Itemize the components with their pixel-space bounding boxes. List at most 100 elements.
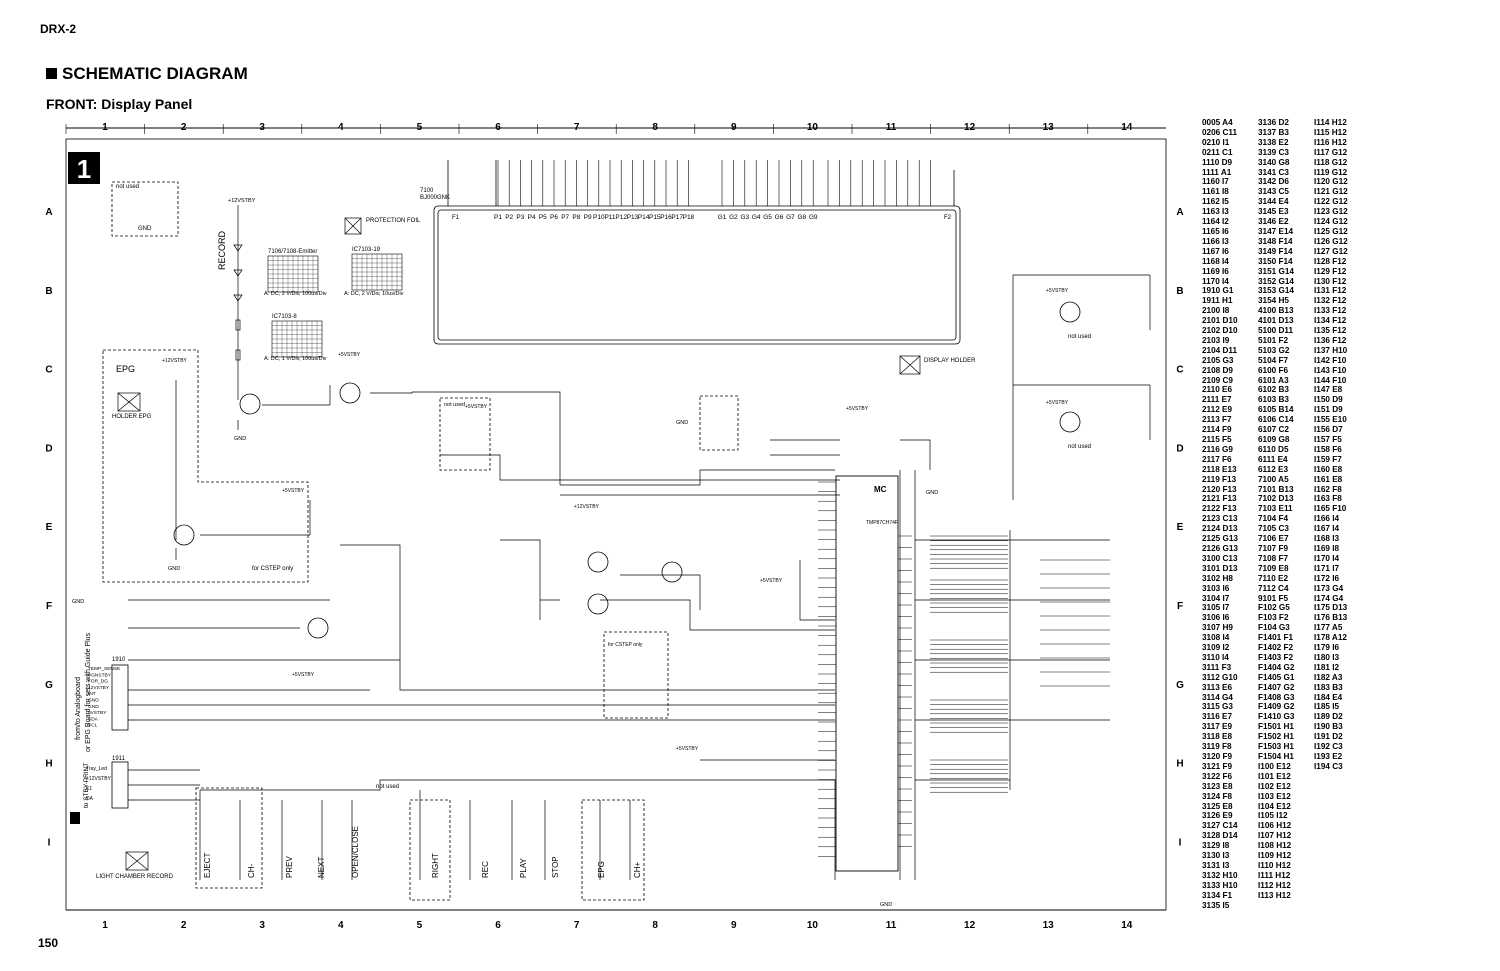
connector-1911-ref: 1911 xyxy=(112,756,126,762)
index-col3-entry: I176 B13 xyxy=(1314,613,1348,623)
index-col2-entry: I104 E12 xyxy=(1258,801,1291,811)
index-col1-entry: 0005 A4 xyxy=(1202,118,1233,127)
connector-w-badge xyxy=(70,812,80,824)
title-square-icon xyxy=(46,68,57,79)
index-col3-entry: I114 H12 xyxy=(1314,118,1347,127)
vfd-pin-lines xyxy=(497,160,931,206)
key-ch-: CH- xyxy=(247,863,256,878)
index-col3-entry: I123 G12 xyxy=(1314,207,1348,217)
index-col3-entry: I134 F12 xyxy=(1314,316,1347,326)
grid-col-bottom-13: 13 xyxy=(1043,920,1055,931)
index-col3-entry: I173 G4 xyxy=(1314,583,1344,593)
light-chamber-symbol xyxy=(125,851,149,871)
index-col3-entry: I171 I7 xyxy=(1314,563,1340,573)
or-epg-label: or EPG Board for sets with Guide Plus xyxy=(85,632,92,752)
holder-epg-label: HOLDER EPG xyxy=(112,414,152,420)
index-col3-entry: I166 I4 xyxy=(1314,514,1340,524)
index-col1-entry: 3125 E8 xyxy=(1202,801,1233,811)
index-col1-entry: 3130 I3 xyxy=(1202,851,1230,861)
grid-col-top-9: 9 xyxy=(731,122,737,133)
grid-col-top-11: 11 xyxy=(886,122,897,133)
index-col3-entry: I121 G12 xyxy=(1314,187,1348,197)
index-col3-entry: I156 D7 xyxy=(1314,425,1343,435)
index-col1-entry: 2104 D11 xyxy=(1202,345,1238,355)
grid-row-right-H: H xyxy=(1176,759,1183,770)
key-rec: REC xyxy=(481,861,490,878)
index-col2-entry: 7101 B13 xyxy=(1258,484,1294,494)
grid-row-left-E: E xyxy=(46,522,53,533)
index-col3-entry: I115 H12 xyxy=(1314,127,1347,137)
holder-epg-symbol xyxy=(117,392,141,412)
index-col2-entry: I113 H12 xyxy=(1258,890,1291,900)
index-col2-entry: 7102 D13 xyxy=(1258,494,1294,504)
index-col1-entry: 2113 F7 xyxy=(1202,415,1232,425)
grid-row-right-G: G xyxy=(1176,680,1184,691)
led-bus-bars xyxy=(930,535,1110,793)
index-col2-entry: 3149 F14 xyxy=(1258,246,1293,256)
index-col3-entry: I122 G12 xyxy=(1314,197,1348,207)
index-col3-entry: I126 G12 xyxy=(1314,236,1348,246)
index-col1-entry: 0206 C11 xyxy=(1202,127,1238,137)
grid-col-bottom-10: 10 xyxy=(807,920,819,931)
index-col1-entry: 3111 F3 xyxy=(1202,662,1232,672)
index-col1-entry: 2118 E13 xyxy=(1202,464,1237,474)
index-col3-entry: I172 I6 xyxy=(1314,573,1340,583)
scope-emitter-label: 7106/7108-Emitter xyxy=(268,249,317,255)
grid-col-bottom-2: 2 xyxy=(181,920,187,931)
index-col1-entry: 3133 H10 xyxy=(1202,880,1238,890)
vfd-pin-P10: P10 xyxy=(593,214,605,221)
grid-col-top-7: 7 xyxy=(574,122,580,133)
grid-row-right-E: E xyxy=(1177,522,1184,533)
index-col2-entry: 3141 C3 xyxy=(1258,167,1289,177)
index-col1-entry: 3117 E9 xyxy=(1202,722,1233,732)
index-col3-entry: I190 B3 xyxy=(1314,722,1343,732)
index-col3-entry: I117 G12 xyxy=(1314,147,1348,157)
index-col1-entry: 3132 H10 xyxy=(1202,870,1238,880)
grid-col-top-5: 5 xyxy=(417,122,423,133)
index-col3-entry: I119 G12 xyxy=(1314,167,1348,177)
index-col2-entry: 3143 C5 xyxy=(1258,187,1289,197)
index-col2-entry: 3148 F14 xyxy=(1258,236,1293,246)
index-col3-entry: I161 E8 xyxy=(1314,474,1343,484)
index-col2-entry: 7105 C3 xyxy=(1258,524,1289,534)
index-col1-entry: 1168 I4 xyxy=(1202,256,1229,266)
display-part: BJ000GNK xyxy=(420,195,450,201)
index-col2-entry: 7107 F9 xyxy=(1258,543,1289,553)
index-col2-entry: F1502 H1 xyxy=(1258,732,1294,742)
grid-col-bottom-5: 5 xyxy=(417,920,423,931)
epg-label: EPG xyxy=(116,364,135,374)
index-col2-entry: F1501 H1 xyxy=(1258,722,1294,732)
index-col3-entry: I155 E10 xyxy=(1314,415,1347,425)
connector-1911-pin-2: K1 xyxy=(86,786,92,792)
vfd-pin-P3: P3 xyxy=(516,214,524,221)
index-col2-entry: I111 H12 xyxy=(1258,870,1291,880)
gnd-f1: GND xyxy=(72,599,84,605)
index-col3-entry: I157 F5 xyxy=(1314,435,1342,444)
index-col1-entry: 1910 G1 xyxy=(1202,286,1234,296)
index-col1-entry: 1165 I6 xyxy=(1202,226,1229,236)
index-col3-entry: I135 F12 xyxy=(1314,326,1347,336)
grid-col-top-3: 3 xyxy=(259,122,265,133)
display-holder-symbol xyxy=(899,355,921,375)
index-col3-entry: I183 B3 xyxy=(1314,682,1343,692)
index-col1-entry: 1163 I3 xyxy=(1202,207,1229,217)
index-col2-entry: 4101 D13 xyxy=(1258,316,1294,326)
cstep-box-g8 xyxy=(603,631,669,719)
vfd-pin-G1: G1 xyxy=(718,214,727,221)
index-col3-entry: I184 E4 xyxy=(1314,692,1343,702)
gnd-d9: GND xyxy=(676,420,688,426)
index-col1-entry: 3107 H9 xyxy=(1202,623,1233,633)
connector-1910-pin-2: FOR_DG xyxy=(88,679,108,685)
index-col2-entry: 3140 G8 xyxy=(1258,157,1290,167)
grid-col-top-8: 8 xyxy=(652,122,658,133)
index-col3-entry: I181 I2 xyxy=(1314,662,1340,672)
grid-col-top-6: 6 xyxy=(495,122,501,133)
vfd-pin-P5: P5 xyxy=(539,214,547,221)
gnd-i11: GND xyxy=(880,902,892,908)
index-col1-entry: 3103 I6 xyxy=(1202,583,1230,593)
cstep-label-g8: for CSTEP only xyxy=(608,642,643,648)
index-col3-entry: I132 F12 xyxy=(1314,296,1347,306)
index-col2-entry: F1402 F2 xyxy=(1258,643,1294,653)
